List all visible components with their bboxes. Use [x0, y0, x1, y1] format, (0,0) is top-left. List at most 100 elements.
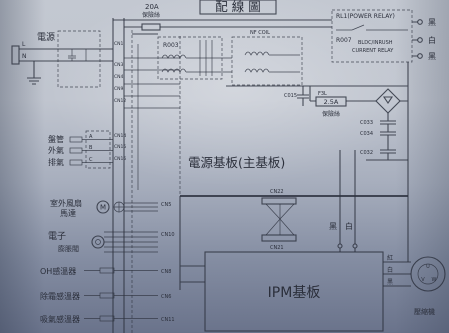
terminal-icon — [337, 243, 343, 249]
motor-symbol: M — [100, 204, 106, 212]
title-frame — [199, 0, 277, 15]
diagram-title: 配線圖 — [215, 0, 265, 14]
main-fuse: 20A 保險絲 — [141, 3, 161, 31]
capacitor-label: C033 — [360, 120, 373, 126]
sensor-connector-label: CN6 — [161, 294, 171, 300]
compressor-terminal: U — [426, 264, 430, 270]
power-lines — [19, 48, 113, 62]
sensor-pin-label: A — [89, 134, 93, 140]
sensor-wires — [82, 139, 113, 163]
fan-motor-label-2: 馬達 — [60, 208, 76, 218]
fan-motor-wires — [114, 202, 158, 212]
ipm-board-label: IPM基板 — [268, 284, 321, 301]
inrush-relay-label-1: BLDC/INRUSH — [358, 40, 393, 46]
link-wire-color: 黑 — [329, 222, 337, 231]
terminal-icon — [417, 19, 423, 25]
compressor: U V W 壓縮機 — [410, 256, 446, 316]
connector-label: CN9 — [114, 86, 124, 92]
terminal-icon — [417, 53, 423, 59]
bridge-rectifier-icon — [375, 88, 401, 114]
compressor-wire-color: 白 — [387, 266, 393, 274]
valve-coil-core-icon — [95, 239, 101, 245]
valve-coil-icon — [91, 235, 105, 249]
power-relay-label: RL1(POWER RELAY) — [336, 13, 395, 20]
capacitor-icon — [297, 86, 309, 106]
noise-filter-section: R003 NF COIL — [157, 30, 303, 86]
board-link: CN22 CN21 黑 白 — [261, 150, 358, 252]
compressor-rotor-icon — [417, 263, 439, 285]
sensor-label: 外氣 — [48, 145, 64, 155]
sensor-connector-label: CN11 — [161, 317, 175, 323]
sensor-label: OH感溫器 — [40, 266, 76, 276]
sensor-connector-bracket — [85, 130, 111, 169]
power-supply: 電源 L N — [11, 30, 113, 88]
main-board-label: 電源基板(主基板) — [188, 155, 285, 170]
ipm-board: IPM基板 紅 白 黑 — [179, 196, 411, 332]
fuse-icon — [141, 23, 161, 31]
thermistor-icon — [69, 136, 83, 143]
output-wire-color: 白 — [428, 35, 436, 45]
main-fuse-label: 保險絲 — [142, 11, 160, 19]
ground-icon — [27, 61, 41, 85]
sensor-wires — [84, 270, 158, 319]
connector-label: CN3 — [114, 62, 124, 68]
connector-label: CN4 — [114, 74, 124, 80]
board-input-wires — [124, 57, 180, 109]
aux-fuse-label: 保險絲 — [322, 110, 340, 118]
output-wire-stubs — [412, 21, 418, 57]
terminal-icon — [352, 243, 358, 249]
compressor-wires — [383, 261, 411, 287]
connector-label: CN12 — [114, 98, 126, 104]
connector-label: CN16 — [114, 156, 126, 162]
output-wire-color: 黑 — [428, 18, 436, 27]
sensor-pin-label: B — [89, 145, 93, 151]
relay-block — [331, 9, 413, 63]
power-plug-icon — [11, 45, 20, 65]
compressor-terminal: W — [432, 277, 437, 283]
sensor-label: 吸氣感溫器 — [40, 314, 80, 324]
inrush-relay-label-2: CURRENT RELAY — [352, 48, 394, 54]
motor-icon — [96, 200, 110, 214]
connector-label: CN14 — [114, 133, 126, 139]
wire-harness-icon — [265, 203, 295, 236]
relay-section: RL1(POWER RELAY) R007 BLDC/INRUSH CURREN… — [331, 9, 436, 63]
compressor-wire-color: 紅 — [387, 254, 393, 262]
title-block: 配線圖 — [199, 0, 277, 15]
thermistor-icon — [99, 315, 115, 322]
link-wire-color: 白 — [345, 221, 353, 231]
aux-fuse-icon — [315, 96, 347, 107]
connector-cn22-label: CN22 — [270, 189, 284, 195]
main-fuse-rating: 20A — [145, 3, 159, 11]
upper-sensors: 盤管 外氣 排氣 A B C — [48, 130, 113, 169]
thermistor-icon — [99, 267, 115, 274]
aux-fuse-rating: 2.5A — [324, 98, 339, 106]
valve-label-1: 電子 — [48, 231, 66, 242]
sensor-pin-label: C — [89, 157, 93, 163]
sensor-connector-label: CN8 — [161, 269, 171, 275]
compressor-wire-color: 黑 — [387, 279, 393, 286]
compressor-icon — [410, 256, 446, 292]
aux-fuse-id: F3L — [318, 91, 327, 97]
output-wire-color: 黑 — [428, 52, 436, 61]
resistor-r003-label: R003 — [163, 42, 179, 49]
compressor-terminal: V — [421, 277, 425, 283]
bus-connector-labels: CN1 CN3 CN4 CN9 CN12 CN14 CN15 CN16 — [114, 41, 126, 162]
dc-lines — [226, 62, 409, 196]
nf-coil-label: NF COIL — [250, 30, 270, 36]
nf-coil-icon — [244, 51, 300, 73]
filter-capacitor-icon — [68, 49, 87, 61]
valve-connector-label: CN10 — [161, 232, 175, 238]
valve-wires — [104, 231, 158, 253]
valve-label-2: 膨脹閥 — [58, 244, 79, 253]
sensor-label: 盤管 — [48, 134, 64, 144]
power-label: 電源 — [37, 32, 55, 43]
inductor-icon — [161, 54, 232, 73]
connector-label: CN15 — [114, 144, 126, 150]
sensor-label: 排氣 — [48, 157, 64, 167]
connector-cn21 — [261, 234, 297, 242]
filter-traces — [199, 40, 213, 76]
supply-feed-lines — [113, 19, 332, 35]
fan-motor-label-1: 室外風扇 — [50, 198, 82, 208]
connector-cn21-label: CN21 — [270, 245, 284, 251]
